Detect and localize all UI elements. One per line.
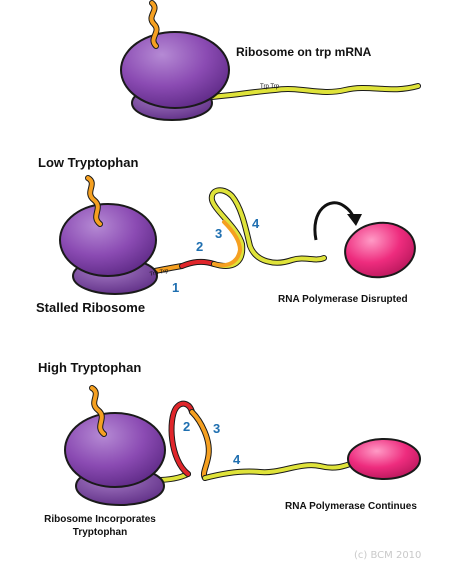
trp-codon-label-top: Trp Trp [260, 84, 280, 90]
ribosome-incorporates-caption-line1: Ribosome Incorporates [44, 514, 156, 525]
region-number-2-high: 2 [183, 419, 190, 434]
disruption-arrowhead [347, 214, 362, 226]
panel-top-title: Ribosome on trp mRNA [236, 45, 372, 59]
rna-polymerase-continues [347, 438, 421, 480]
region-number-1: 1 [172, 280, 179, 295]
ribosome-large-subunit-high [64, 412, 166, 488]
panel-top: Ribosome on trp mRNA Trp Trp [120, 0, 421, 121]
panel-low-tryptophan: Low Tryptophan Trp Trp 1 2 3 4 Stalled R… [36, 155, 416, 315]
region-number-3: 3 [215, 226, 222, 241]
region-number-2: 2 [196, 239, 203, 254]
trp-codon-label-low: Trp Trp [149, 268, 170, 278]
region-number-3-high: 3 [213, 421, 220, 436]
ribosome-large-subunit-top [120, 31, 230, 109]
ribosome-incorporates-caption-line2: Tryptophan [73, 527, 127, 538]
low-tryptophan-heading: Low Tryptophan [38, 155, 138, 170]
rna-polymerase-disrupted [344, 221, 416, 279]
region-number-4: 4 [252, 216, 260, 231]
region-number-4-high: 4 [233, 452, 241, 467]
disruption-arrow [313, 201, 356, 241]
polymerase-continues-caption: RNA Polymerase Continues [285, 501, 417, 512]
copyright-watermark: (c) BCM 2010 [354, 550, 421, 561]
stalled-ribosome-caption: Stalled Ribosome [36, 300, 145, 315]
polymerase-disrupted-caption: RNA Polymerase Disrupted [278, 294, 408, 305]
ribosome-large-subunit-low [59, 203, 157, 277]
high-tryptophan-heading: High Tryptophan [38, 360, 141, 375]
panel-high-tryptophan: High Tryptophan 2 3 4 Ribosome Incorpora… [38, 360, 421, 538]
